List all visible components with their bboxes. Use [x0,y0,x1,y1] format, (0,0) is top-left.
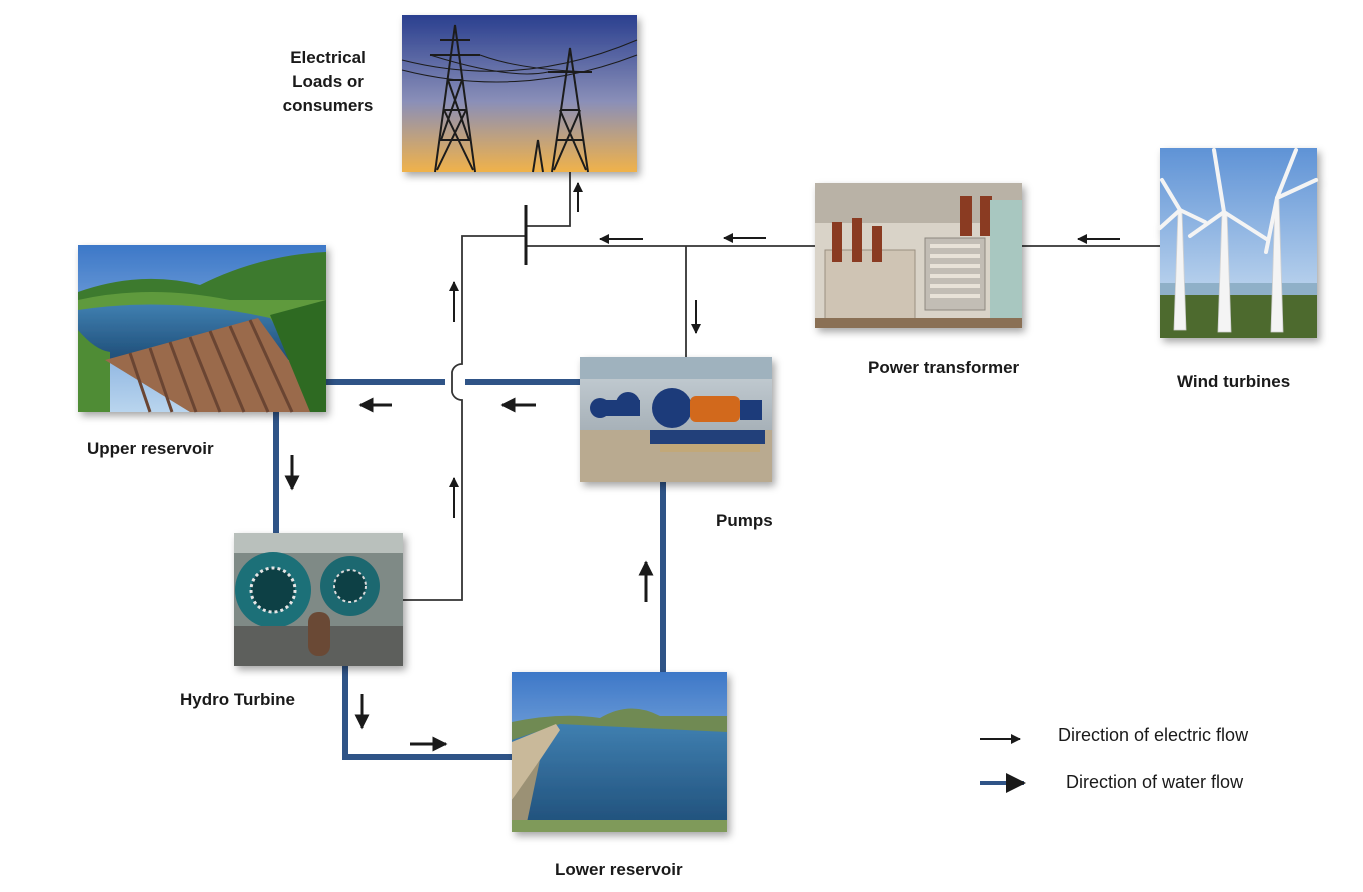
electric-arrows [449,182,1120,518]
transformer-icon [815,183,1022,328]
dam-icon [78,245,326,413]
water-pipes [273,379,666,760]
upper-reservoir-label: Upper reservoir [87,439,214,458]
lower-reservoir-icon [512,672,727,832]
wind-label: Wind turbines [1177,372,1291,391]
loads-label: Electrical Loads or consumers [268,46,388,118]
loads-label-line: Loads or [292,72,364,91]
pipe-turbine-to-lower [342,666,512,760]
legend-water-label: Direction of water flow [1066,772,1244,792]
line-bus-to-loads [526,172,571,227]
hydro-turbine-label: Hydro Turbine [180,690,295,709]
line-turbine-to-bus [403,235,526,601]
lower-reservoir-label: Lower reservoir [555,860,683,879]
electric-lines [403,172,1160,601]
wind-turbine-icon [1158,148,1318,338]
loads-label-line: Electrical [290,48,366,67]
water-arrows [284,397,654,752]
legend-symbols [980,734,1026,793]
loads-label-line: consumers [282,96,374,115]
pump-icon [580,357,772,482]
transformer-label: Power transformer [868,358,1020,377]
transmission-tower-icon [401,15,638,173]
pumps-label: Pumps [716,511,773,530]
hydro-turbine-icon [234,533,403,666]
legend-electric-label: Direction of electric flow [1058,725,1249,745]
